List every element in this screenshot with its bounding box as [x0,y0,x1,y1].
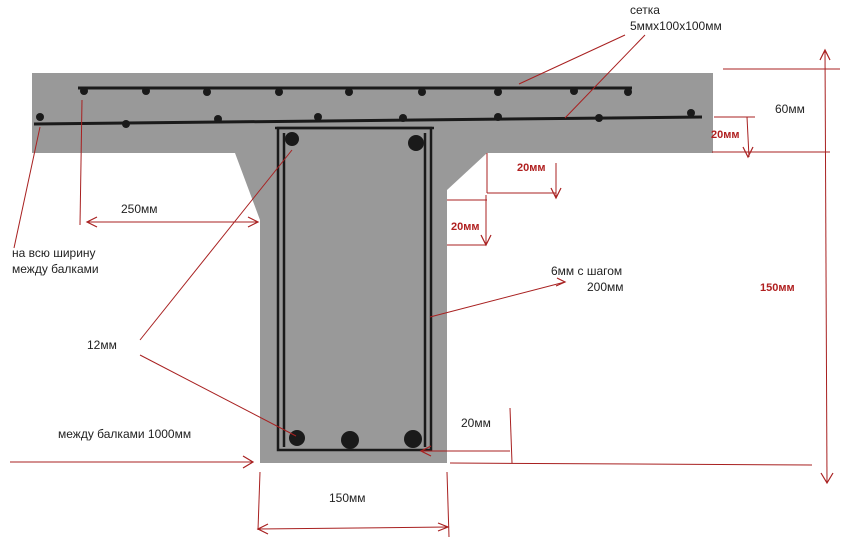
total-height-label: 150мм [760,282,795,294]
concrete-t-section [32,73,713,463]
stirrup-label-line1: 6мм с шагом [551,264,622,278]
web-width-label: 150мм [329,491,366,505]
top-mesh-dots [80,87,632,96]
full-width-label-line2: между балками [12,262,99,276]
beam-spacing-label: между балками 1000мм [58,427,191,441]
main-bar-label: 12мм [87,338,117,352]
arrowheads [85,48,834,535]
cover-top-label: 20мм [711,129,740,141]
mesh-label-line2: 5ммх100х100мм [630,19,722,33]
stirrup [275,126,434,452]
bottom-mesh-bar [33,115,703,126]
mesh-label-line1: сетка [630,3,660,17]
stirrup-label-line2: 200мм [587,280,624,294]
full-width-label-line1: на всю ширину [12,246,96,260]
slab-thickness-label: 60мм [775,102,805,116]
flange-overhang-label: 250мм [121,202,158,216]
bottom-mesh-dots [36,109,695,128]
bottom-cover-label: 20мм [461,416,491,430]
haunch-width-label: 20мм [517,162,546,174]
leader-lines [10,34,840,538]
haunch-height-label: 20мм [451,221,480,233]
